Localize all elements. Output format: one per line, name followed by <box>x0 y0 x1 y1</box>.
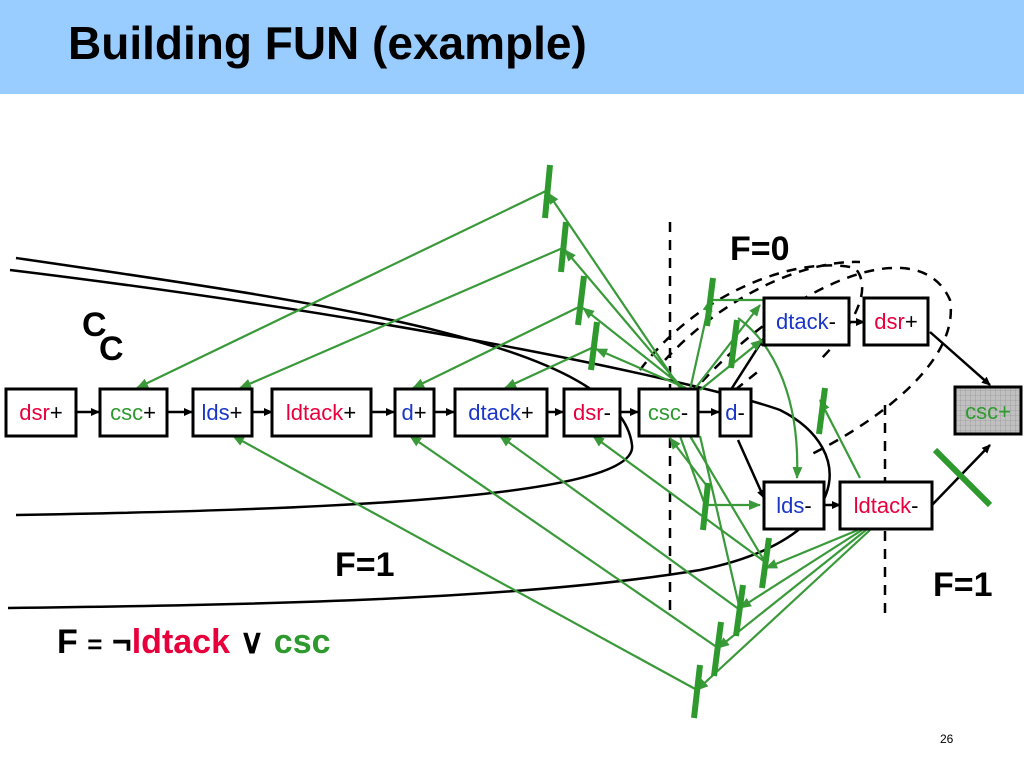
label-c-lower: C <box>99 330 124 368</box>
bar-11 <box>711 621 724 677</box>
node-signal: dsr <box>573 400 604 425</box>
label-f0: F=0 <box>730 230 790 268</box>
node-signal: dtack <box>776 309 830 334</box>
node-ldtack-plus: ldtack+ <box>270 387 373 438</box>
node-d-plus: d+ <box>393 387 436 438</box>
node-lds-plus: lds+ <box>191 387 254 438</box>
equation-term-ldtack: ldtack <box>131 623 230 661</box>
node-signal: dsr <box>874 309 905 334</box>
node-signal: lds <box>776 493 804 518</box>
node-polarity: + <box>50 400 63 425</box>
node-signal: d <box>401 400 413 425</box>
svg-text:d-: d- <box>725 400 745 425</box>
equation-equals: = <box>87 629 103 659</box>
node-dsr-plus-2: dsr+ <box>862 296 930 347</box>
equation-term-csc: csc <box>273 623 331 661</box>
node-polarity: + <box>521 400 534 425</box>
node-signal: csc <box>965 399 998 424</box>
node-csc-minus: csc- <box>637 387 700 438</box>
label-f1-right: F=1 <box>933 566 993 604</box>
bar-1 <box>542 164 553 219</box>
svg-text:dsr-: dsr- <box>573 400 611 425</box>
node-signal: csc <box>648 400 681 425</box>
node-polarity: + <box>414 400 427 425</box>
node-lds-minus: lds- <box>762 480 826 531</box>
node-signal: dsr <box>19 400 50 425</box>
equation-negation: ¬ <box>111 623 132 661</box>
node-signal: ldtack <box>854 493 912 518</box>
node-polarity: - <box>829 309 836 334</box>
svg-text:csc-: csc- <box>648 400 688 425</box>
node-dtack-plus: dtack+ <box>453 387 549 438</box>
node-signal: lds <box>202 400 230 425</box>
node-dsr-minus: dsr- <box>562 387 622 438</box>
node-signal: ldtack <box>286 400 344 425</box>
bar-7 <box>816 387 828 435</box>
slide-title: Building FUN (example) <box>68 17 587 69</box>
bar-2 <box>558 221 569 273</box>
svg-text:ldtack-: ldtack- <box>854 493 919 518</box>
node-polarity: - <box>911 493 918 518</box>
bar-4 <box>588 321 600 371</box>
page-number: 26 <box>940 732 954 746</box>
bar-6 <box>728 319 740 369</box>
node-dsr-plus: dsr+ <box>4 387 78 438</box>
node-polarity: - <box>804 493 811 518</box>
node-polarity: + <box>230 400 243 425</box>
equation-or: ∨ <box>239 623 265 661</box>
curve-outer <box>7 268 831 610</box>
node-polarity: + <box>143 400 156 425</box>
bar-8 <box>700 482 711 531</box>
dashed-arc-2 <box>664 260 861 361</box>
node-polarity: - <box>737 400 744 425</box>
node-signal: dtack <box>468 400 522 425</box>
svg-text:ldtack+: ldtack+ <box>286 400 356 425</box>
node-polarity: - <box>681 400 688 425</box>
bar-10 <box>733 584 746 637</box>
label-c-upper: C <box>82 306 107 344</box>
fun-equation: F = ¬ldtack ∨ csc <box>57 622 331 662</box>
bar-13 <box>932 447 993 508</box>
dashed-dividers <box>668 222 887 615</box>
bar-9 <box>759 537 772 589</box>
equation-lhs: F <box>57 623 78 661</box>
svg-text:lds+: lds+ <box>202 400 243 425</box>
bar-12 <box>691 664 703 719</box>
curve-inner <box>15 256 634 517</box>
bar-5 <box>704 277 716 327</box>
node-ldtack-minus: ldtack- <box>838 480 934 531</box>
node-polarity: - <box>604 400 611 425</box>
node-csc-plus-2: csc+ <box>953 385 1023 436</box>
node-polarity: + <box>905 309 918 334</box>
label-f1-left: F=1 <box>335 546 395 584</box>
svg-text:lds-: lds- <box>776 493 811 518</box>
svg-text:d+: d+ <box>401 400 426 425</box>
dashed-arc-4 <box>734 369 761 391</box>
svg-text:dtack+: dtack+ <box>468 400 533 425</box>
node-signal: d <box>725 400 737 425</box>
svg-text:dsr+: dsr+ <box>19 400 62 425</box>
green-transition-bars <box>542 164 993 719</box>
bar-3 <box>575 275 587 326</box>
node-polarity: + <box>998 399 1011 424</box>
svg-text:csc+: csc+ <box>110 400 156 425</box>
node-dtack-minus: dtack- <box>762 296 851 347</box>
title-bar <box>0 0 1024 94</box>
svg-text:csc+: csc+ <box>965 399 1011 424</box>
node-d-minus: d- <box>718 387 753 438</box>
svg-text:dsr+: dsr+ <box>874 309 917 334</box>
node-csc-plus: csc+ <box>98 387 169 438</box>
node-signal: csc <box>110 400 143 425</box>
svg-text:dtack-: dtack- <box>776 309 836 334</box>
green-arcs <box>136 189 871 691</box>
region-curves <box>7 256 831 610</box>
node-polarity: + <box>343 400 356 425</box>
